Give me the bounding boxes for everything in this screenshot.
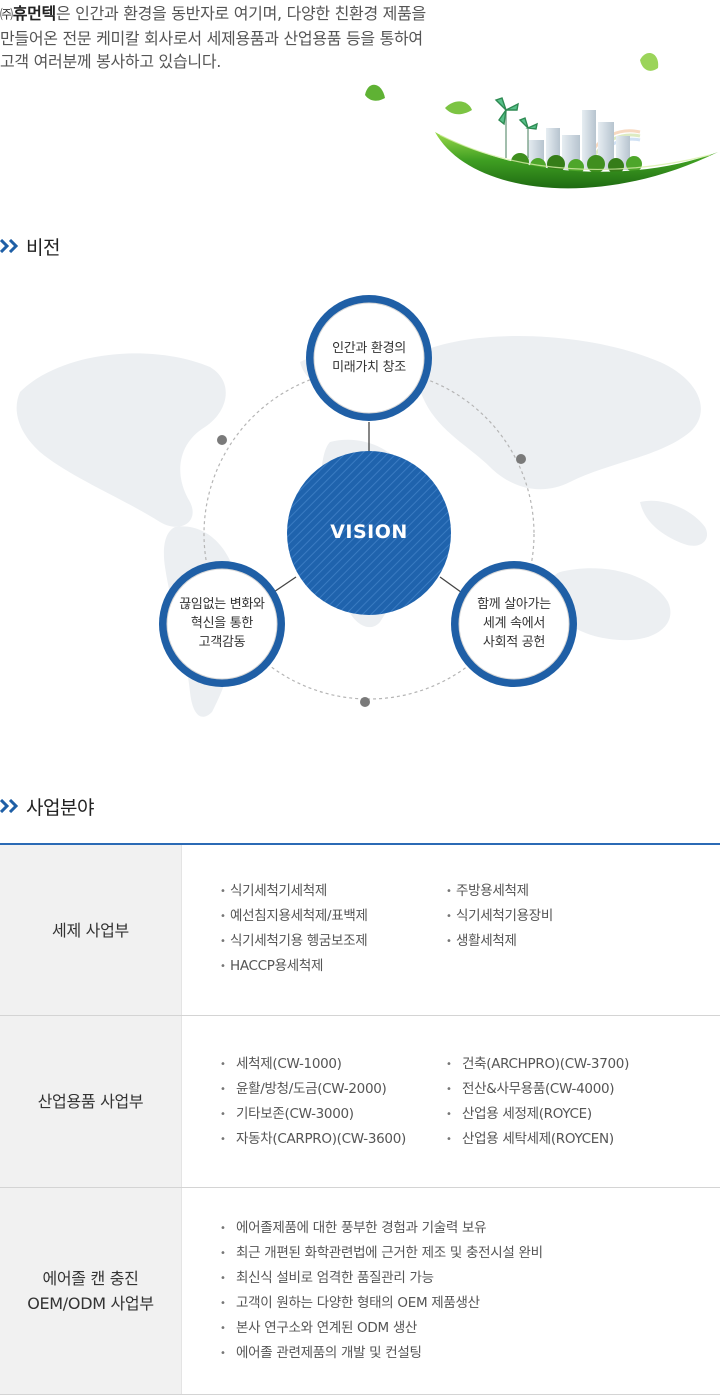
list-item: 식기세척기세척제 <box>220 879 446 904</box>
list-item: 고객이 원하는 다양한 형태의 OEM 제품생산 <box>220 1291 543 1316</box>
brand-name: 휴먼텍 <box>12 4 57 23</box>
list-item: 자동차(CARPRO)(CW-3600) <box>220 1127 446 1152</box>
list-item: 전산&사무용품(CW-4000) <box>446 1077 629 1102</box>
double-chevron-right-icon <box>0 239 19 253</box>
intro-section: ㈜휴먼텍은 인간과 환경을 동반자로 여기며, 다양한 친환경 제품을 만들어온… <box>0 0 720 200</box>
business-items: 에어졸제품에 대한 풍부한 경험과 기술력 보유 최근 개편된 화학관련법에 근… <box>182 1188 720 1394</box>
vision-title: 비전 <box>26 236 60 259</box>
business-items: 식기세척기세척제 예선침지용세척제/표백제 식기세척기용 헹굼보조제 HACCP… <box>182 845 720 1015</box>
vision-node-right: 함께 살아가는 세계 속에서 사회적 공헌 <box>444 595 584 652</box>
eco-leaf-city-illustration <box>365 53 718 189</box>
list-item: 에어졸 관련제품의 개발 및 컨설팅 <box>220 1341 543 1366</box>
business-category: 세제 사업부 <box>0 845 182 1015</box>
business-category: 에어졸 캔 충진 OEM/ODM 사업부 <box>0 1188 182 1394</box>
vision-node-top: 인간과 환경의 미래가치 창조 <box>299 339 439 377</box>
business-category-line: OEM/ODM 사업부 <box>27 1294 154 1313</box>
intro-line3: 고객 여러분께 봉사하고 있습니다. <box>0 52 222 71</box>
business-category-line: 에어졸 캔 충진 <box>42 1269 139 1288</box>
vision-core-label: VISION <box>330 521 408 543</box>
intro-line2: 만들어온 전문 케미칼 회사로서 세제용품과 산업용품 등을 통하여 <box>0 29 423 48</box>
list-item: 산업용 세정제(ROYCE) <box>446 1102 629 1127</box>
vision-node-top-line1: 인간과 환경의 <box>332 341 406 356</box>
list-item: 기타보존(CW-3000) <box>220 1102 446 1127</box>
vision-node-top-line2: 미래가치 창조 <box>332 360 406 375</box>
vision-heading: 비전 <box>0 234 60 259</box>
list-item: 산업용 세탁세제(ROYCEN) <box>446 1127 629 1152</box>
list-item: 예선침지용세척제/표백제 <box>220 904 446 929</box>
vision-node-left-line2: 혁신을 통한 <box>190 616 254 631</box>
list-item: 생활세척제 <box>446 929 553 954</box>
business-items-col1: 세척제(CW-1000) 윤활/방청/도금(CW-2000) 기타보존(CW-3… <box>220 1052 446 1152</box>
list-item: 세척제(CW-1000) <box>220 1052 446 1077</box>
vision-node-left: 끊임없는 변화와 혁신을 통한 고객감동 <box>152 595 292 652</box>
business-category-line: 세제 사업부 <box>52 920 129 940</box>
vision-node-left-line1: 끊임없는 변화와 <box>179 597 265 612</box>
business-items-col1: 에어졸제품에 대한 풍부한 경험과 기술력 보유 최근 개편된 화학관련법에 근… <box>220 1216 543 1366</box>
business-row-detergent: 세제 사업부 식기세척기세척제 예선침지용세척제/표백제 식기세척기용 헹굼보조… <box>0 845 720 1016</box>
business-table: 세제 사업부 식기세척기세척제 예선침지용세척제/표백제 식기세척기용 헹굼보조… <box>0 843 720 1395</box>
business-items-col1: 식기세척기세척제 예선침지용세척제/표백제 식기세척기용 헹굼보조제 HACCP… <box>220 879 446 979</box>
list-item: 주방용세척제 <box>446 879 553 904</box>
business-heading: 사업분야 <box>0 794 94 819</box>
business-row-industrial: 산업용품 사업부 세척제(CW-1000) 윤활/방청/도금(CW-2000) … <box>0 1016 720 1188</box>
list-item: 에어졸제품에 대한 풍부한 경험과 기술력 보유 <box>220 1216 543 1241</box>
business-items: 세척제(CW-1000) 윤활/방청/도금(CW-2000) 기타보존(CW-3… <box>182 1016 720 1187</box>
list-item: 식기세척기용 헹굼보조제 <box>220 929 446 954</box>
vision-node-right-line1: 함께 살아가는 <box>477 597 551 612</box>
business-items-col2: 주방용세척제 식기세척기용장비 생활세척제 <box>446 879 553 954</box>
list-item: 윤활/방청/도금(CW-2000) <box>220 1077 446 1102</box>
list-item: 최근 개편된 화학관련법에 근거한 제조 및 충전시설 완비 <box>220 1241 543 1266</box>
vision-diagram-graphic <box>16 295 708 717</box>
intro-text: ㈜휴먼텍은 인간과 환경을 동반자로 여기며, 다양한 친환경 제품을 만들어온… <box>0 2 490 73</box>
brand-prefix: ㈜ <box>0 8 13 23</box>
vision-node-right-line3: 사회적 공헌 <box>482 635 546 650</box>
business-row-aerosol: 에어졸 캔 충진 OEM/ODM 사업부 에어졸제품에 대한 풍부한 경험과 기… <box>0 1188 720 1395</box>
intro-line1: 은 인간과 환경을 동반자로 여기며, 다양한 친환경 제품을 <box>55 4 426 23</box>
business-category: 산업용품 사업부 <box>0 1016 182 1187</box>
business-category-line: 산업용품 사업부 <box>37 1092 144 1111</box>
double-chevron-right-icon <box>0 799 19 813</box>
list-item: HACCP용세척제 <box>220 954 446 979</box>
vision-node-left-line3: 고객감동 <box>198 635 246 650</box>
business-items-col2: 건축(ARCHPRO)(CW-3700) 전산&사무용품(CW-4000) 산업… <box>446 1052 629 1152</box>
list-item: 건축(ARCHPRO)(CW-3700) <box>446 1052 629 1077</box>
list-item: 식기세척기용장비 <box>446 904 553 929</box>
list-item: 최신식 설비로 엄격한 품질관리 가능 <box>220 1266 543 1291</box>
business-title: 사업분야 <box>26 796 94 819</box>
vision-node-right-line2: 세계 속에서 <box>482 616 546 631</box>
vision-diagram: VISION 인간과 환경의 미래가치 창조 끊임없는 변화와 혁신을 통한 고… <box>0 272 720 742</box>
list-item: 본사 연구소와 연계된 ODM 생산 <box>220 1316 543 1341</box>
